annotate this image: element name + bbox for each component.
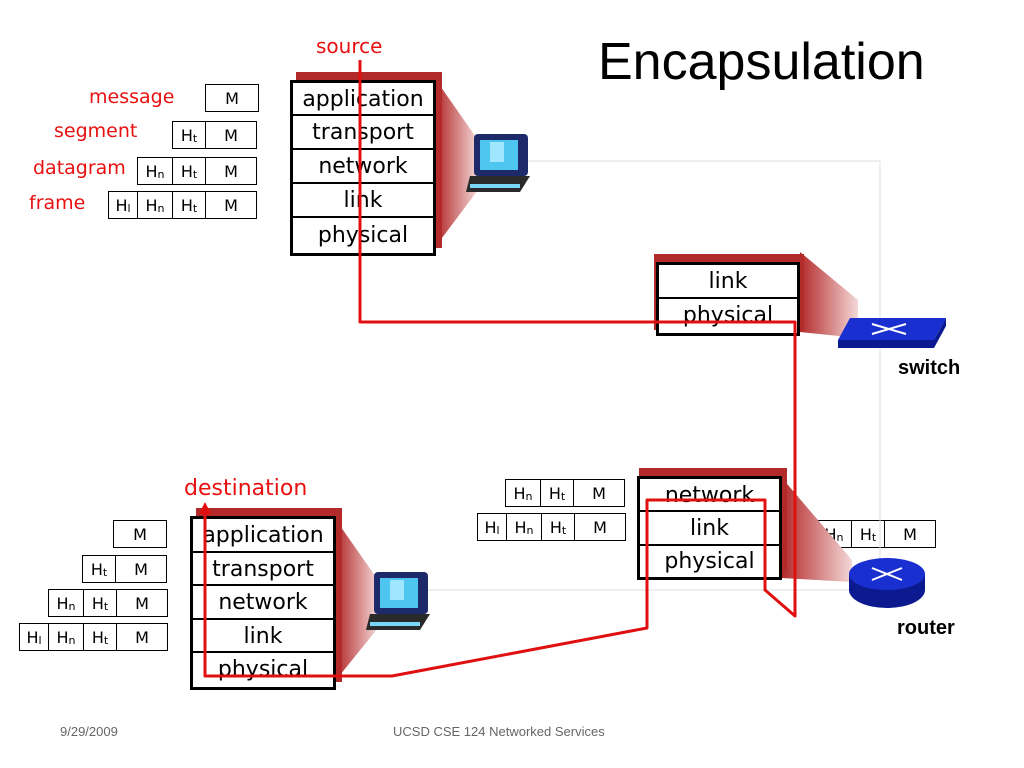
layer-transport: transport [193,553,333,586]
layer-link: link [640,512,779,546]
router-label: router [897,617,955,639]
layer-physical: physical [317,223,409,248]
layer-physical: physical [664,549,755,574]
layer-link: link [659,265,797,299]
layer-network: network [293,150,433,184]
switch-protocol-stack: link physical [654,254,804,336]
layer-application: application [193,519,333,553]
source-stack-fan [436,80,478,246]
payload-cell: M [115,555,167,583]
footer-date: 9/29/2009 [60,724,118,739]
payload-cell: M [116,589,168,617]
dest-stack-fan [336,520,378,680]
legend-segment-label: segment [54,120,138,142]
source-protocol-stack: application transport network link physi… [290,72,442,256]
source-computer-icon [466,134,530,192]
layer-physical: physical [682,303,774,328]
router-device-icon [849,558,925,608]
payload-cell: M [113,520,167,548]
layer-transport: transport [293,116,433,150]
switch-label: switch [898,357,961,379]
payload-cell: M [884,520,936,548]
source-label: source [316,34,383,58]
switch-device-icon [838,318,946,348]
payload-cell: M [116,623,168,651]
footer-course: UCSD CSE 124 Networked Services [393,724,605,739]
switch-stack-fan [800,252,858,338]
router-stack-fan [782,478,852,582]
layer-application: application [293,83,433,116]
destination-protocol-stack: application transport network link physi… [190,508,342,690]
destination-label: destination [184,476,308,501]
destination-computer-icon [366,572,430,630]
layer-network: network [640,479,779,512]
layer-link: link [293,184,433,218]
legend-message-label: message [89,86,175,108]
legend-datagram-label: datagram [33,157,126,179]
layer-network: network [193,586,333,620]
router-protocol-stack: network link physical [637,468,787,580]
layer-link: link [193,620,333,653]
layer-physical: physical [217,657,309,682]
legend-frame-label: frame [29,192,86,214]
